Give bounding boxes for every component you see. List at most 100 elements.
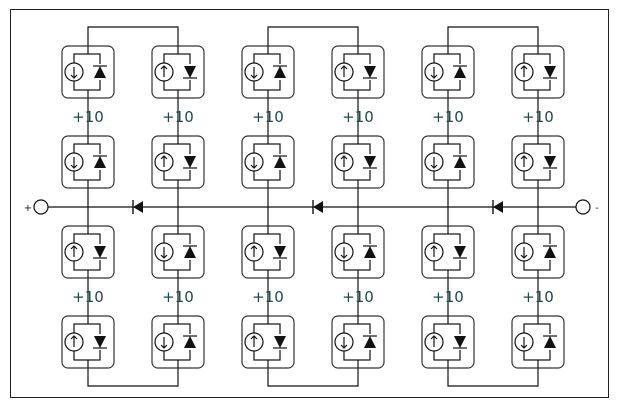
- pv-module: [241, 135, 295, 189]
- gain-label: +10: [252, 108, 284, 126]
- module-grid: [61, 45, 565, 369]
- bypass-diode-icon: [544, 66, 556, 78]
- current-arrow-head: [340, 254, 348, 259]
- pv-module: [511, 315, 565, 369]
- bypass-diode-icon: [364, 246, 376, 258]
- bypass-diode-icon: [274, 66, 286, 78]
- pv-module: [331, 315, 385, 369]
- gain-label: +10: [522, 288, 554, 306]
- pv-module: [61, 135, 115, 189]
- pv-module: [511, 135, 565, 189]
- current-arrow-head: [160, 254, 168, 259]
- pv-module: [331, 225, 385, 279]
- bypass-diode-icon: [454, 156, 466, 168]
- bottom-bridge-wire: [447, 360, 539, 387]
- current-arrow-head: [520, 254, 528, 259]
- pv-module: [421, 225, 475, 279]
- main-bus: +-: [24, 199, 599, 215]
- bottom-bridge-wire: [87, 360, 179, 387]
- bypass-diode-icon: [544, 336, 556, 348]
- gain-label: +10: [432, 108, 464, 126]
- gain-label: +10: [432, 288, 464, 306]
- pv-module: [241, 315, 295, 369]
- pv-module: [331, 135, 385, 189]
- pv-module: [61, 315, 115, 369]
- bypass-diode-icon: [274, 336, 286, 348]
- pv-module: [61, 225, 115, 279]
- current-arrow-head: [340, 65, 348, 70]
- bypass-diode-icon: [94, 156, 106, 168]
- top-bridge-wire: [447, 26, 539, 54]
- current-arrow-head: [340, 155, 348, 160]
- gain-labels: +10 +10 +10 +10 +10 +10 +10 +10 +10 +10 +10 +10: [72, 108, 554, 306]
- positive-terminal-icon: [33, 199, 49, 215]
- bypass-diode-icon: [364, 156, 376, 168]
- current-arrow-head: [250, 335, 258, 340]
- bypass-diode-icon: [94, 336, 106, 348]
- current-arrow-head: [160, 65, 168, 70]
- current-arrow-head: [70, 335, 78, 340]
- bypass-diode-icon: [454, 246, 466, 258]
- bypass-diode-icon: [184, 246, 196, 258]
- current-arrow-head: [520, 65, 528, 70]
- blocking-diode-icon: [493, 201, 503, 213]
- gain-label: +10: [522, 108, 554, 126]
- current-arrow-head: [430, 245, 438, 250]
- pv-module: [241, 45, 295, 99]
- pv-module: [331, 45, 385, 99]
- blocking-diode-icon: [313, 201, 323, 213]
- current-arrow-head: [520, 155, 528, 160]
- top-bridge-wire: [87, 26, 179, 54]
- bottom-bridge-wire: [267, 360, 359, 387]
- bypass-diode-icon: [544, 246, 556, 258]
- current-arrow-head: [430, 164, 438, 169]
- bypass-diode-icon: [364, 66, 376, 78]
- blocking-diode-icon: [133, 201, 143, 213]
- gain-label: +10: [162, 288, 194, 306]
- bypass-diode-icon: [364, 336, 376, 348]
- top-bridge-wire: [267, 26, 359, 54]
- gain-label: +10: [342, 288, 374, 306]
- pv-module: [151, 45, 205, 99]
- bypass-diode-icon: [184, 336, 196, 348]
- gain-label: +10: [162, 108, 194, 126]
- bypass-diode-icon: [274, 156, 286, 168]
- current-arrow-head: [430, 74, 438, 79]
- positive-terminal-label: +: [24, 203, 32, 214]
- current-arrow-head: [340, 344, 348, 349]
- gain-label: +10: [252, 288, 284, 306]
- current-arrow-head: [70, 74, 78, 79]
- bypass-diode-icon: [94, 66, 106, 78]
- pv-module: [511, 45, 565, 99]
- current-arrow-head: [250, 164, 258, 169]
- diagram-frame: [10, 9, 609, 398]
- bypass-diode-icon: [94, 246, 106, 258]
- bypass-diode-icon: [454, 66, 466, 78]
- pv-module: [151, 225, 205, 279]
- pv-module: [511, 225, 565, 279]
- bypass-diode-icon: [274, 246, 286, 258]
- current-arrow-head: [70, 164, 78, 169]
- current-arrow-head: [250, 245, 258, 250]
- bypass-diode-icon: [184, 156, 196, 168]
- pv-module: [151, 135, 205, 189]
- current-arrow-head: [160, 344, 168, 349]
- bypass-diode-icon: [454, 336, 466, 348]
- gain-label: +10: [72, 108, 104, 126]
- pv-module: [61, 45, 115, 99]
- bypass-diode-icon: [544, 156, 556, 168]
- current-arrow-head: [70, 245, 78, 250]
- gain-label: +10: [342, 108, 374, 126]
- pv-module: [241, 225, 295, 279]
- pv-module: [421, 315, 475, 369]
- current-arrow-head: [520, 344, 528, 349]
- bypass-diode-icon: [184, 66, 196, 78]
- current-arrow-head: [160, 155, 168, 160]
- current-arrow-head: [250, 74, 258, 79]
- pv-module: [421, 135, 475, 189]
- negative-terminal-label: -: [595, 203, 599, 214]
- gain-label: +10: [72, 288, 104, 306]
- pv-module: [421, 45, 475, 99]
- pv-module: [151, 315, 205, 369]
